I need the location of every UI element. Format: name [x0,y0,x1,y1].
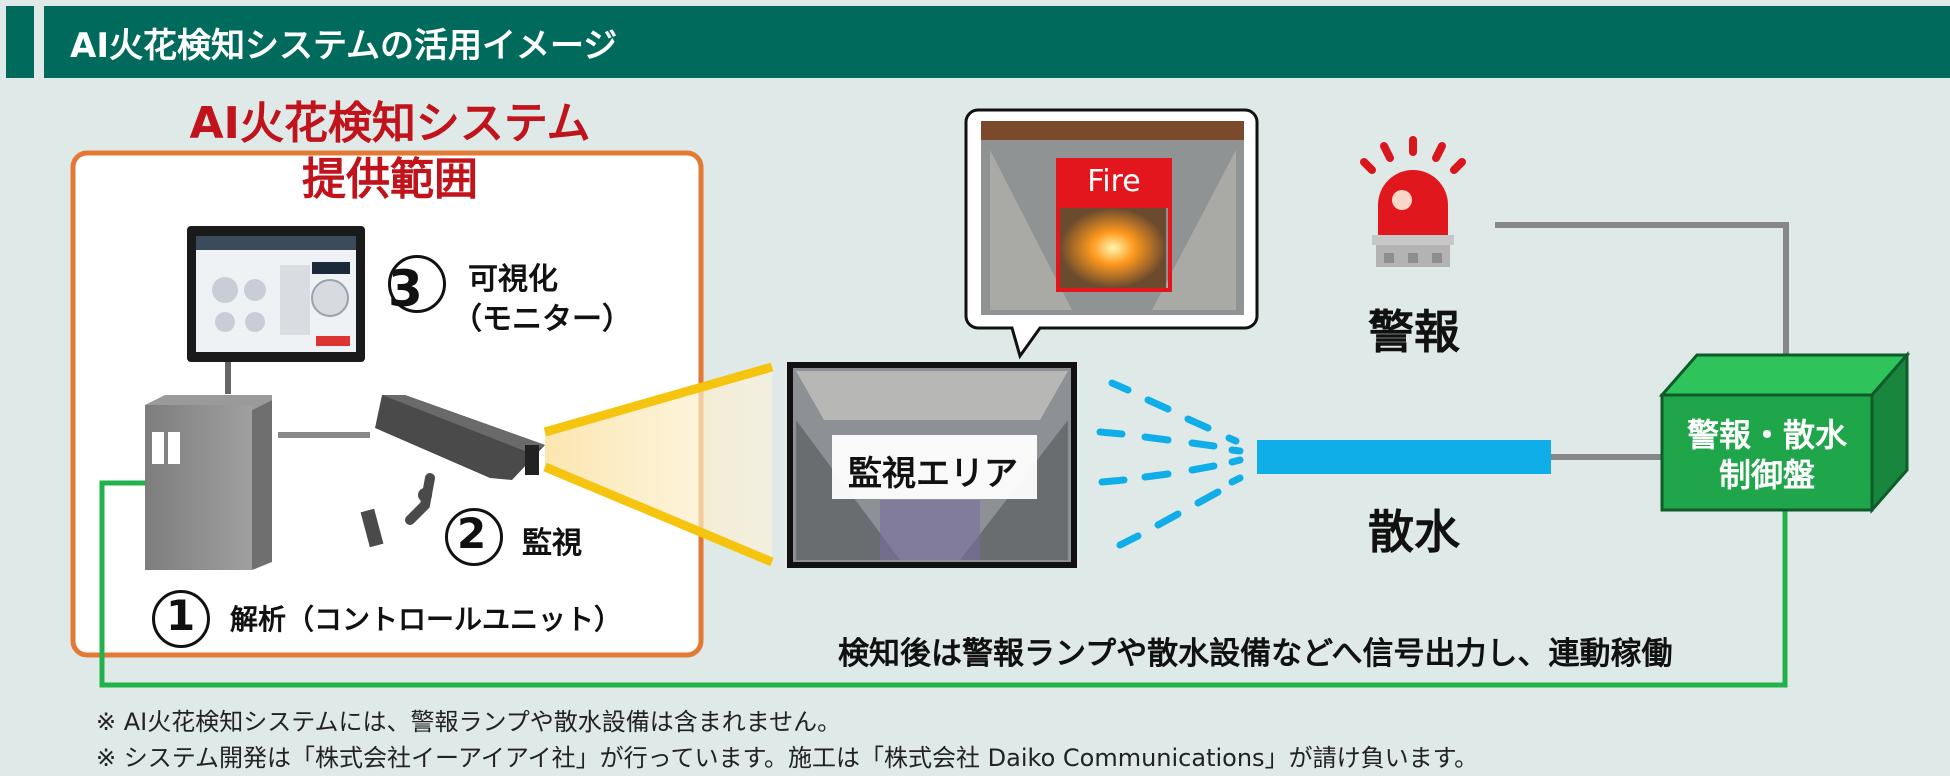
step3-sublabel: （モニター） [452,302,632,337]
monitoring-area-view [787,362,1077,568]
control-panel-line2: 制御盤 [1718,456,1815,494]
sprinkler-label: 散水 [1368,505,1460,559]
signal-line [99,480,1788,688]
warning-lamp-icon [1360,136,1466,267]
step3-circle [388,255,446,313]
fire-detection-callout [964,108,1259,360]
fire-label: Fire [1087,164,1141,199]
signal-caption: 検知後は警報ランプや散水設備などへ信号出力し、連動稼働 [838,636,1673,672]
camera-icon [360,395,545,548]
header-accent [6,6,34,78]
step2-circle [445,508,503,566]
step3-label: 可視化 [468,262,558,297]
water-pipe [1257,440,1551,474]
footnote-2: ※ システム開発は「株式会社イーアイアイ社」が行っています。施工は「株式会社 D… [96,744,1479,772]
monitor-icon [187,226,365,394]
footnote-1: ※ AI火花検知システムには、警報ランプや散水設備は含まれません。 [96,708,842,736]
monitoring-area-label: 監視エリア [848,454,1018,494]
step1-number: 1 [166,591,196,640]
water-spray-icon [1096,379,1244,549]
control-unit-icon [145,395,272,570]
control-panel-box [1658,351,1911,514]
step1-label: 解析（コントロールユニット） [230,603,623,636]
step2-label: 監視 [522,526,582,561]
scope-title-line2: 提供範囲 [302,154,478,205]
control-panel-line1: 警報・散水 [1686,416,1847,454]
step1-circle [152,590,210,648]
control-panel-label: 警報・散水 制御盤 [1662,415,1872,495]
page-title: AI火花検知システムの活用イメージ [70,26,618,66]
scope-title-line1: AI火花検知システム [189,98,591,149]
alarm-label: 警報 [1368,305,1460,359]
step2-number: 2 [457,509,487,558]
scope-title: AI火花検知システム 提供範囲 [150,96,630,208]
header-bar [44,6,1950,78]
